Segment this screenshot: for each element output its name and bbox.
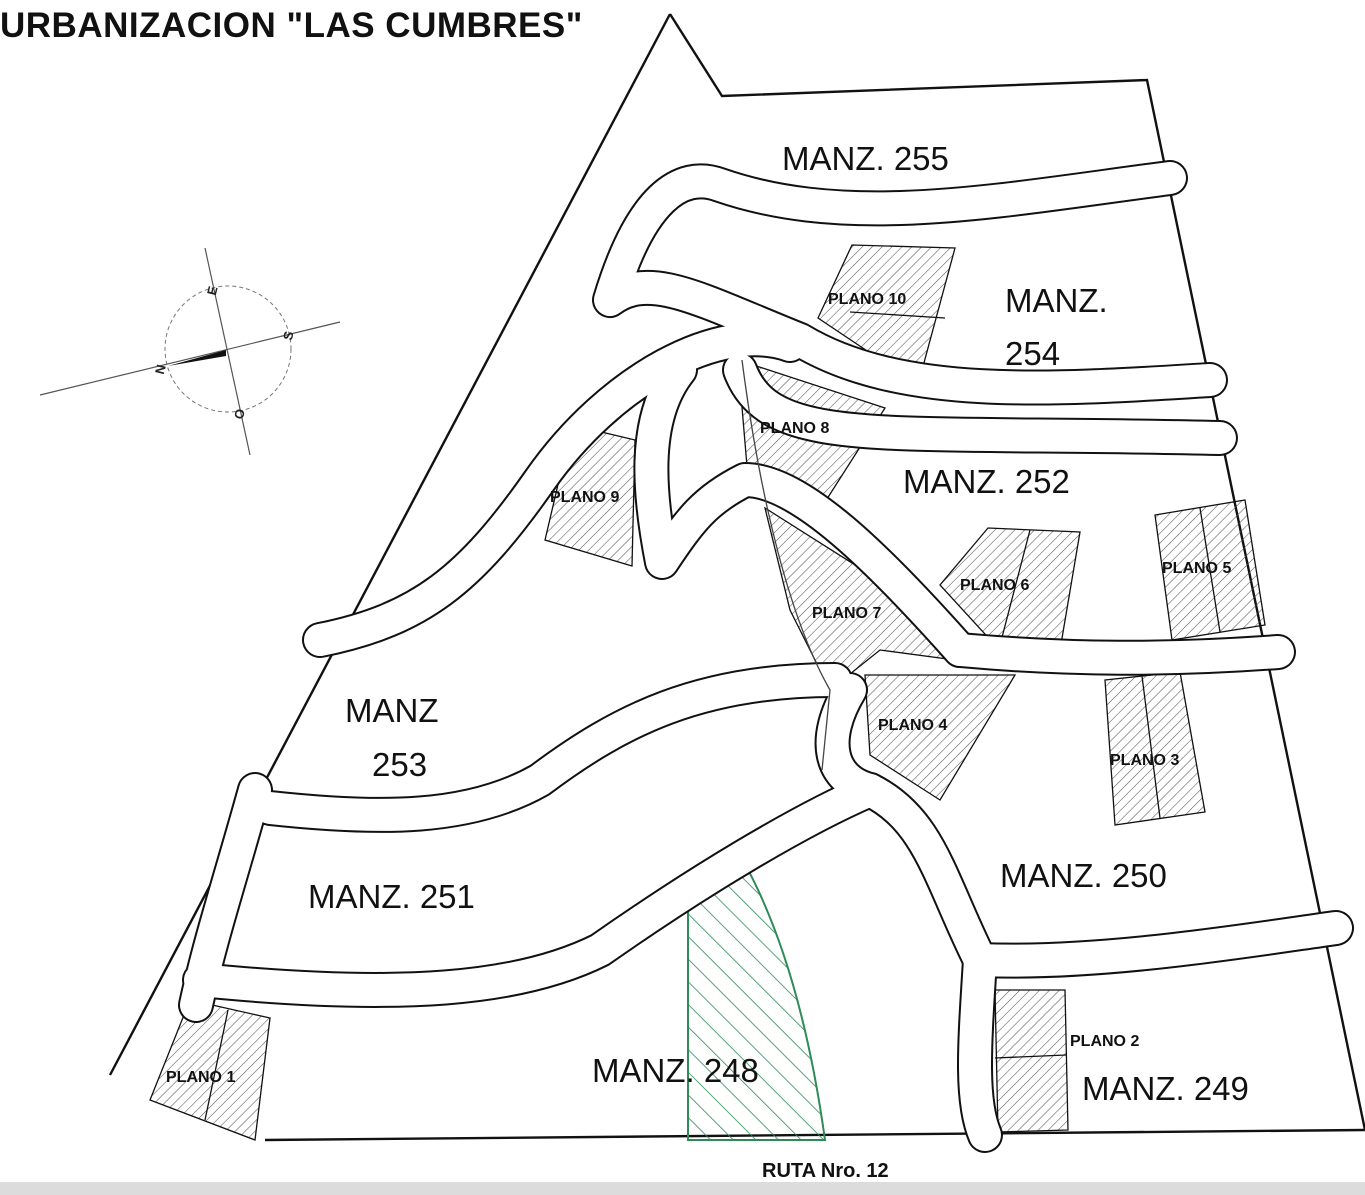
plano-2-label: PLANO 2 <box>1070 1033 1139 1050</box>
plano-3-parcel <box>1104 671 1206 826</box>
map-title: URBANIZACION "LAS CUMBRES" <box>0 6 583 45</box>
plano-4-label: PLANO 4 <box>878 717 947 734</box>
footpath <box>741 359 831 771</box>
compass-s: S <box>280 329 297 341</box>
block-labels: MANZ. 255 MANZ. 254 MANZ. 252 MANZ 253 M… <box>308 140 1249 1107</box>
block-255-label: MANZ. 255 <box>782 140 949 177</box>
bottom-edge <box>0 1182 1365 1195</box>
plano-5-label: PLANO 5 <box>1162 560 1231 577</box>
block-254-label-b: 254 <box>1005 335 1060 372</box>
compass-n: N <box>152 363 169 376</box>
block-249-label: MANZ. 249 <box>1082 1070 1249 1107</box>
block-251-label: MANZ. 251 <box>308 878 475 915</box>
plano-6-label: PLANO 6 <box>960 577 1029 594</box>
plano-10-label: PLANO 10 <box>828 291 906 308</box>
block-248-label: MANZ. 248 <box>592 1052 759 1089</box>
plano-1-label: PLANO 1 <box>166 1069 235 1086</box>
plano-2-parcel <box>994 989 1069 1133</box>
block-253-label-a: MANZ <box>345 692 439 729</box>
plano-4-parcel <box>864 674 1017 801</box>
plano-8-label: PLANO 8 <box>760 420 829 437</box>
block-253-label-b: 253 <box>372 746 427 783</box>
plano-1-parcel <box>149 999 271 1141</box>
plano-parcels <box>149 244 1266 1141</box>
plano-labels: PLANO 10 PLANO 8 PLANO 9 PLANO 7 PLANO 6… <box>166 291 1231 1086</box>
compass-o: O <box>231 407 248 420</box>
block-252-label: MANZ. 252 <box>903 463 1070 500</box>
plano-3-label: PLANO 3 <box>1110 752 1179 769</box>
plano-7-label: PLANO 7 <box>812 605 881 622</box>
block-254-label-a: MANZ. <box>1005 282 1108 319</box>
compass-icon: N S E O <box>39 247 341 456</box>
compass-e: E <box>204 284 221 296</box>
block-250-label: MANZ. 250 <box>1000 857 1167 894</box>
highlighted-parcel[interactable] <box>687 853 827 1141</box>
roads <box>178 160 1354 1153</box>
route-label: RUTA Nro. 12 <box>762 1160 889 1182</box>
plano-9-label: PLANO 9 <box>550 489 619 506</box>
